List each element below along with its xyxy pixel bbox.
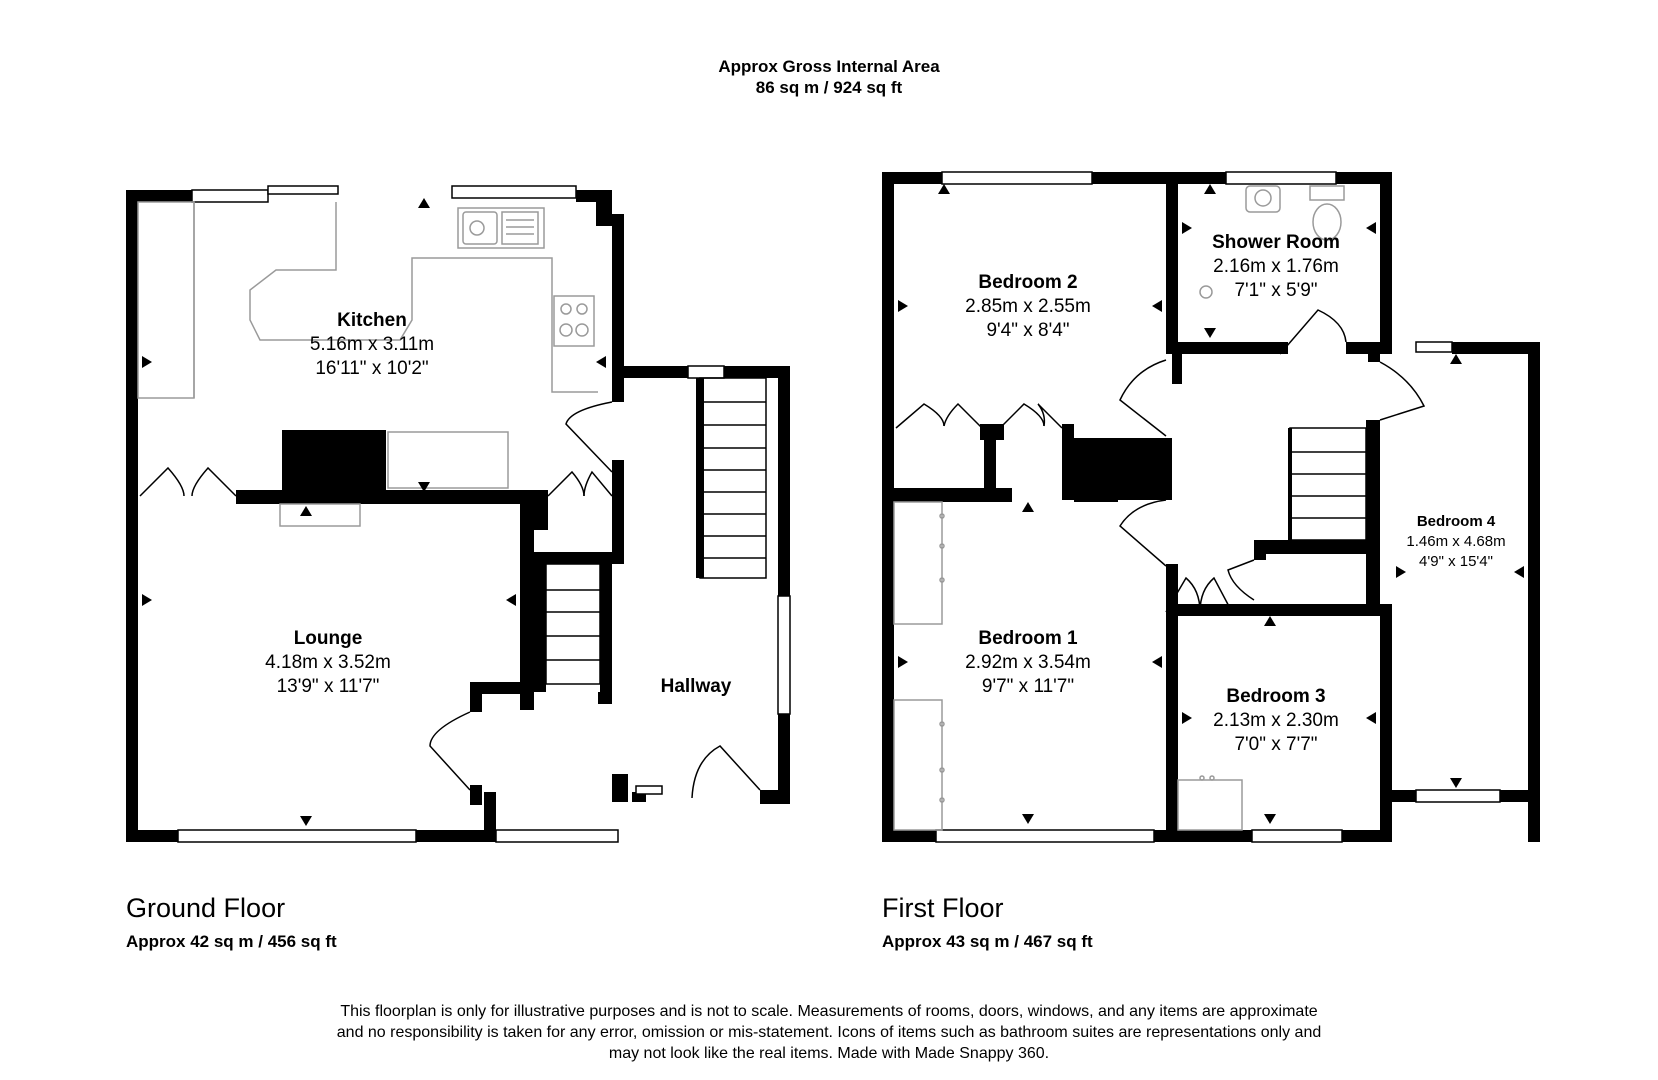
ground-doors [139, 401, 761, 799]
kitchen-name: Kitchen [337, 310, 407, 331]
bedroom3-imperial: 7'0" x 7'7" [1234, 734, 1317, 755]
first-windows [935, 171, 1501, 843]
shower-metric: 2.16m x 1.76m [1213, 256, 1339, 277]
first-fixtures [893, 185, 1345, 831]
gross-area-title: Approx Gross Internal Area [718, 57, 940, 76]
bedroom1-metric: 2.92m x 3.54m [965, 652, 1091, 673]
shower-name: Shower Room [1212, 232, 1340, 253]
first-doors [895, 309, 1426, 613]
ground-floor-plan [126, 185, 791, 843]
bedroom4-name: Bedroom 4 [1417, 513, 1496, 530]
room-labels: Kitchen 5.16m x 3.11m 16'11" x 10'2" Lou… [265, 232, 1505, 755]
ground-floor-title: Ground Floor [126, 893, 286, 923]
bedroom2-imperial: 9'4" x 8'4" [986, 320, 1069, 341]
disclaimer-line-1: This floorplan is only for illustrative … [340, 1003, 1318, 1020]
lounge-imperial: 13'9" x 11'7" [277, 676, 380, 697]
ground-windows [177, 185, 791, 843]
first-floor-title: First Floor [882, 893, 1004, 923]
measurement-arrows [142, 184, 1524, 826]
disclaimer: This floorplan is only for illustrative … [230, 1001, 1428, 1064]
bedroom1-name: Bedroom 1 [978, 628, 1078, 649]
ground-walls [126, 190, 790, 842]
shower-imperial: 7'1" x 5'9" [1234, 280, 1317, 301]
bedroom2-name: Bedroom 2 [978, 272, 1077, 293]
lounge-name: Lounge [294, 628, 363, 649]
bedroom2-metric: 2.85m x 2.55m [965, 296, 1091, 317]
kitchen-metric: 5.16m x 3.11m [310, 334, 434, 355]
ground-floor-area: Approx 42 sq m / 456 sq ft [126, 932, 337, 951]
gross-area-value: 86 sq m / 924 sq ft [755, 78, 903, 97]
ground-stairs [545, 377, 767, 685]
first-walls [882, 172, 1540, 842]
first-stairs [1288, 427, 1367, 541]
hallway-name: Hallway [661, 676, 732, 697]
first-floor-area: Approx 43 sq m / 467 sq ft [882, 932, 1093, 951]
bedroom1-imperial: 9'7" x 11'7" [982, 676, 1074, 697]
disclaimer-line-2: and no responsibility is taken for any e… [336, 1024, 1322, 1041]
lounge-metric: 4.18m x 3.52m [265, 652, 391, 673]
first-floor-plan [882, 171, 1540, 843]
kitchen-fixtures [137, 201, 598, 527]
disclaimer-line-3: may not look like the real items. Made w… [608, 1045, 1050, 1062]
bedroom3-metric: 2.13m x 2.30m [1213, 710, 1339, 731]
kitchen-imperial: 16'11" x 10'2" [315, 358, 428, 379]
bedroom4-imperial: 4'9" x 15'4" [1419, 553, 1493, 570]
bedroom3-name: Bedroom 3 [1226, 686, 1325, 707]
bedroom4-metric: 1.46m x 4.68m [1406, 533, 1505, 550]
